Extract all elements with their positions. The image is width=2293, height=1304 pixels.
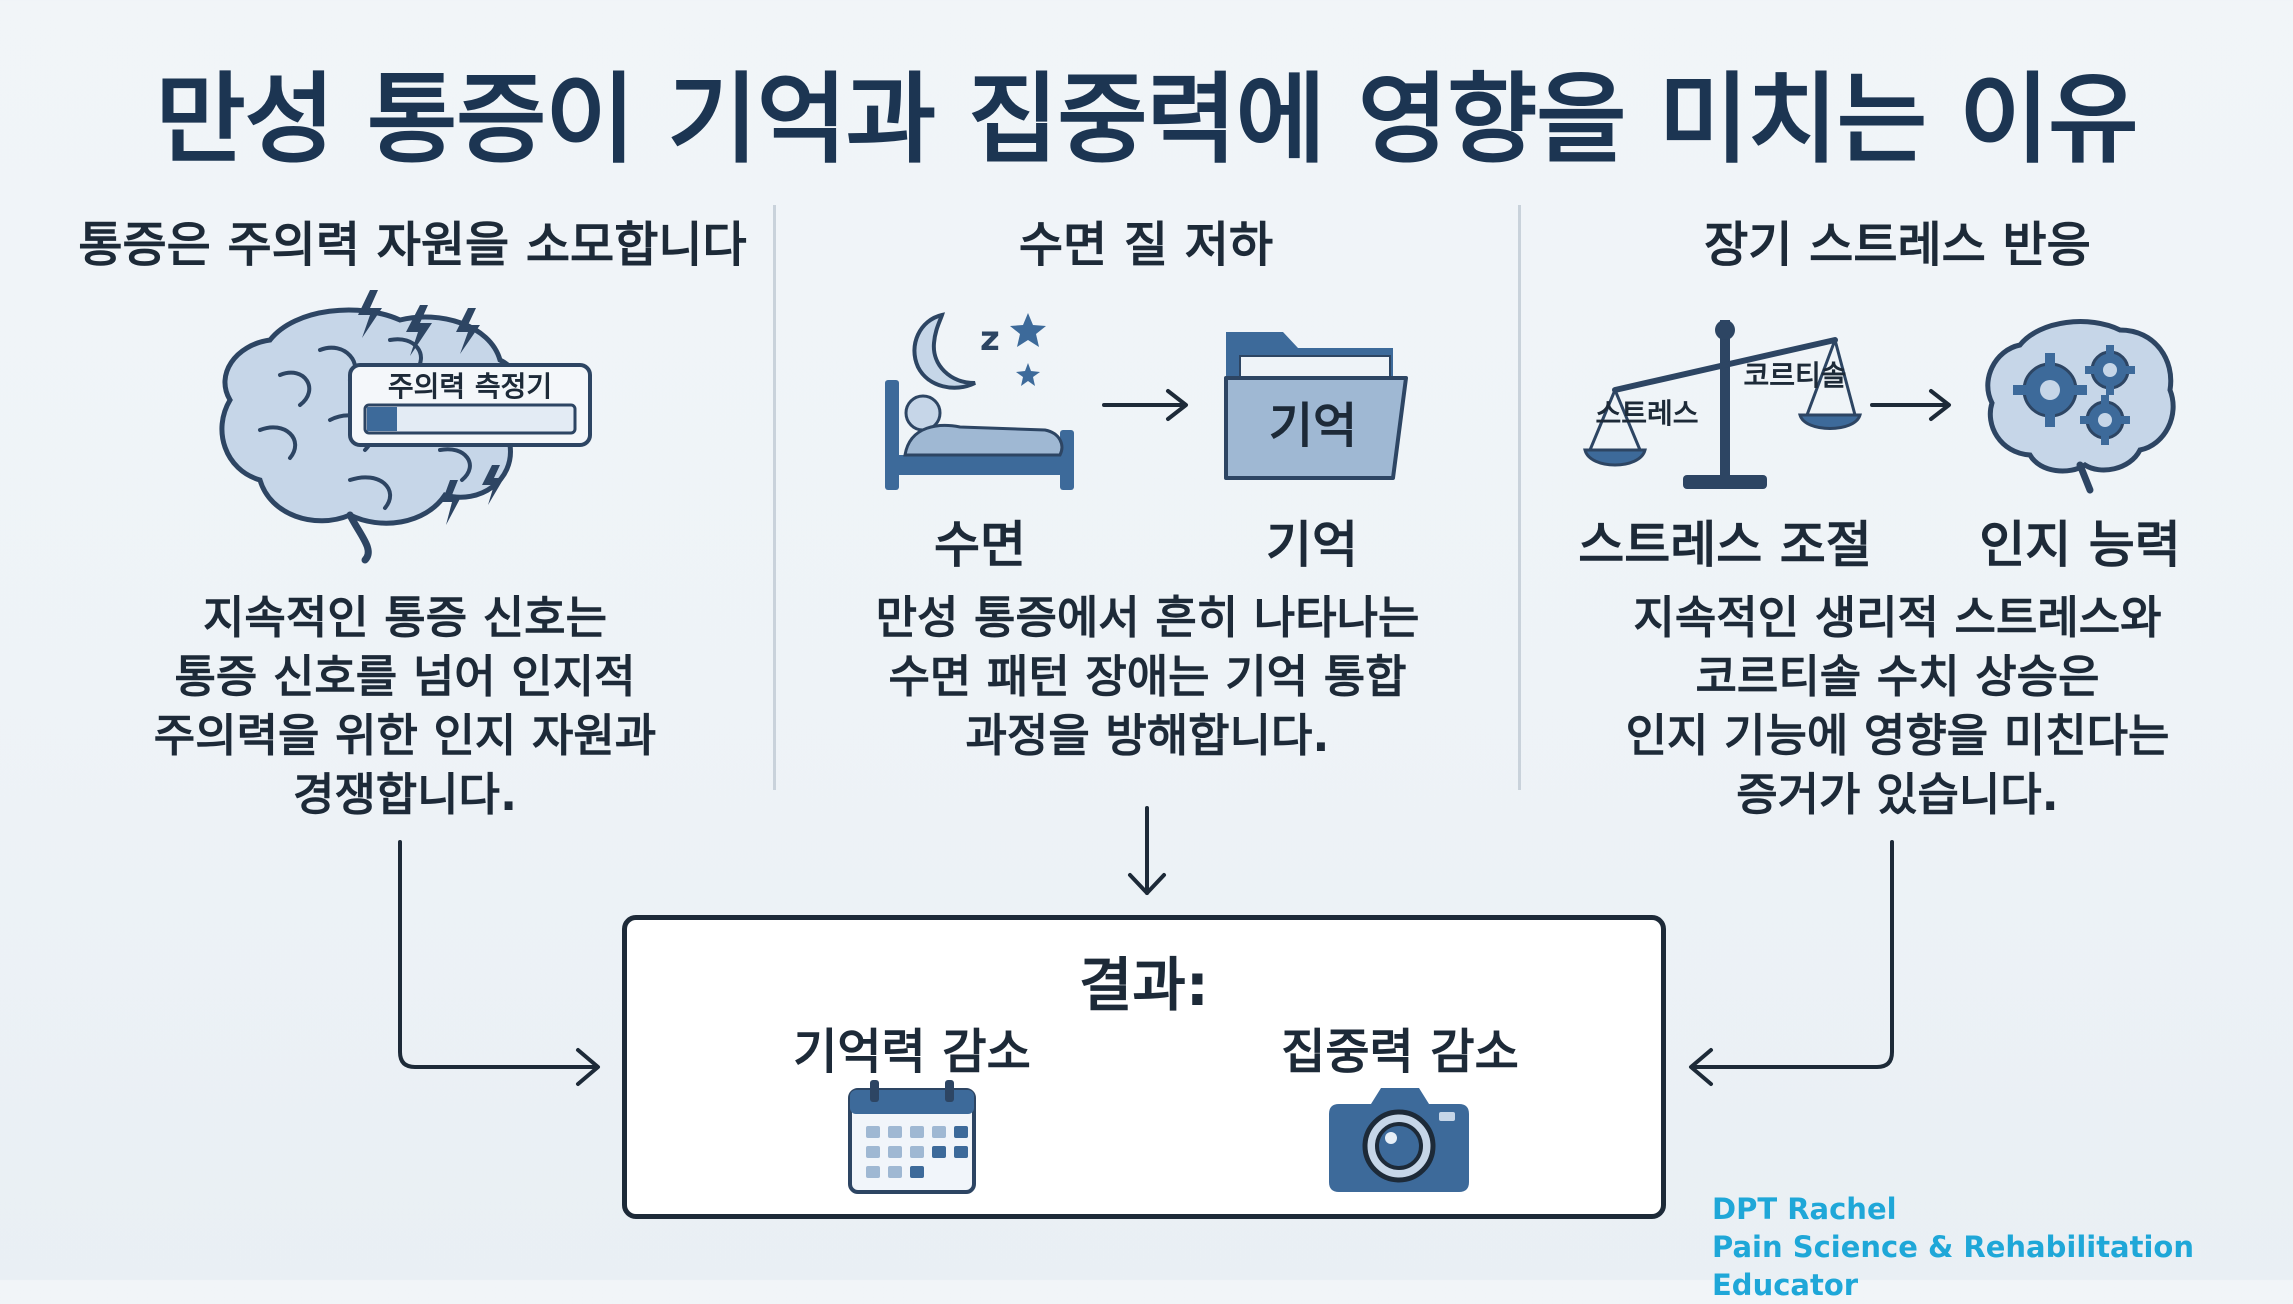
result-item-concentration: 집중력 감소	[1281, 1024, 1519, 1080]
column-body-sleep: 만성 통증에서 흔히 나타나는 수면 패턴 장애는 기억 통합 과정을 방해합니…	[875, 591, 1420, 762]
sleep-z-text: z	[980, 319, 1000, 359]
arrow-right-icon	[1102, 389, 1188, 421]
calendar-icon	[848, 1080, 976, 1194]
result-box	[622, 915, 1666, 1219]
scale-label-cortisol: 코르티솔	[1743, 359, 1846, 392]
result-item-memory: 기억력 감소	[793, 1024, 1031, 1080]
column-body-stress: 지속적인 생리적 스트레스와 코르티솔 수치 상승은 인지 기능에 영향을 미친…	[1625, 591, 2170, 821]
sleep-bed-icon: z	[885, 312, 1074, 490]
credit-name: DPT Rachel	[1712, 1192, 1897, 1226]
brain-gears-icon	[1985, 319, 2176, 494]
column-divider-left	[773, 205, 776, 790]
brain-gauge-icon: 주의력 측정기	[219, 290, 592, 564]
arrow-left-connector	[398, 840, 599, 1069]
column-heading-attention: 통증은 주의력 자원을 소모합니다	[78, 217, 747, 273]
balance-scale-icon: 스트레스 코르티솔	[1583, 320, 1862, 489]
sleep-label: 수면	[934, 516, 1026, 574]
stress-regulation-label: 스트레스 조절	[1578, 516, 1872, 574]
camera-icon	[1329, 1088, 1469, 1192]
memory-label: 기억	[1266, 516, 1358, 574]
column-divider-right	[1518, 205, 1521, 790]
arrow-right-icon-2	[1870, 389, 1951, 421]
arrow-right-connector	[1691, 840, 1894, 1069]
scale-label-stress: 스트레스	[1595, 397, 1698, 430]
folder-label: 기억	[1269, 398, 1357, 454]
memory-folder-icon: 기억	[1224, 332, 1408, 480]
credit-role: Pain Science & Rehabilitation Educator	[1712, 1230, 2194, 1302]
column-body-attention: 지속적인 통증 신호는 통증 신호를 넘어 인지적 주의력을 위한 인지 자원과…	[153, 591, 657, 821]
cognitive-ability-label: 인지 능력	[1979, 516, 2181, 574]
gauge-label: 주의력 측정기	[388, 370, 552, 403]
column-heading-sleep: 수면 질 저하	[1018, 217, 1274, 273]
page-title: 만성 통증이 기억과 집중력에 영향을 미치는 이유	[155, 63, 2139, 177]
result-title: 결과:	[1079, 951, 1209, 1019]
credit-block: DPT Rachel Pain Science & Rehabilitation…	[1712, 1190, 2272, 1304]
column-heading-stress: 장기 스트레스 반응	[1704, 217, 2091, 273]
